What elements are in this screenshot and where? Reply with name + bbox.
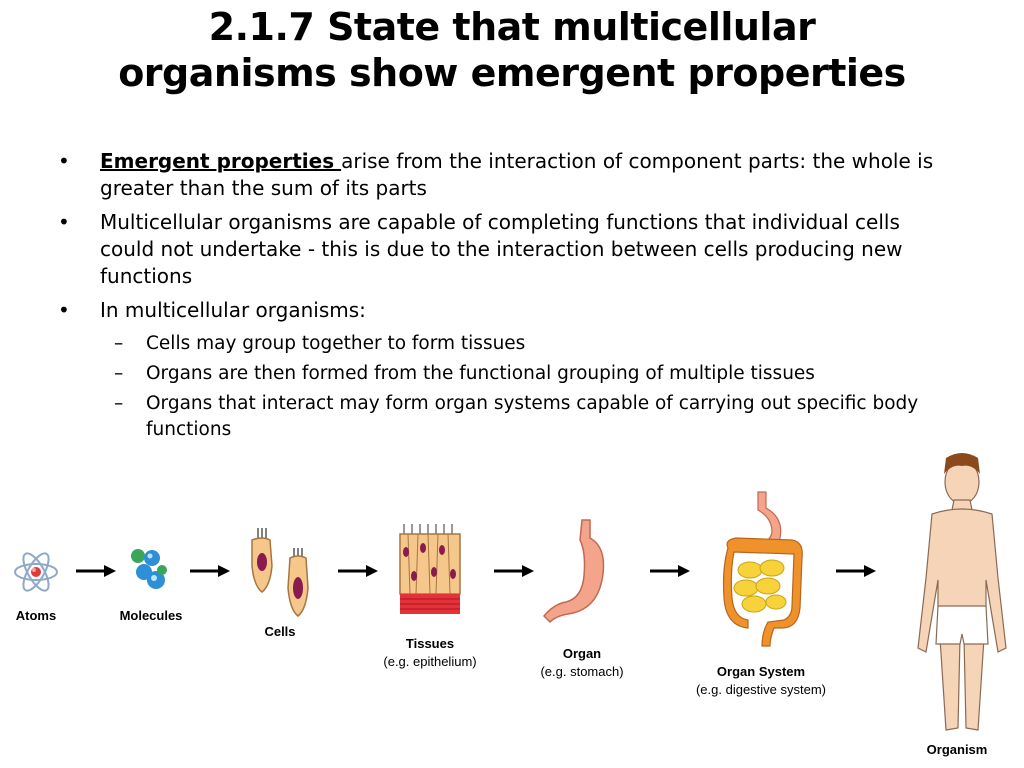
bullet-item: • Multicellular organisms are capable of… xyxy=(58,209,958,290)
slide-title: 2.1.7 State that multicellular organisms… xyxy=(0,4,1024,96)
sub-bullet-text: Organs are then formed from the function… xyxy=(146,363,815,384)
bullet-glyph: • xyxy=(58,149,70,173)
bullet-item: • Emergent properties arise from the int… xyxy=(58,148,958,202)
label-organ-system: Organ System xyxy=(716,664,806,679)
sub-bullet-text: Cells may group together to form tissues xyxy=(146,333,526,354)
label-cells: Cells xyxy=(264,624,296,639)
atom-icon xyxy=(14,552,58,592)
human-organism-icon xyxy=(917,453,1007,731)
sub-bullet-item: – Organs that interact may form organ sy… xyxy=(58,391,958,443)
arrow-icon xyxy=(76,565,116,577)
sub-bullet-item: – Organs are then formed from the functi… xyxy=(58,361,958,387)
dash-glyph: – xyxy=(114,393,124,414)
arrow-icon xyxy=(650,565,690,577)
label-molecules: Molecules xyxy=(119,608,183,623)
molecule-icon xyxy=(131,549,167,589)
bullet-text: arise from the interaction of component … xyxy=(100,149,934,200)
bullet-item: • In multicellular organisms: xyxy=(58,297,958,324)
arrow-icon xyxy=(494,565,534,577)
tissue-icon xyxy=(399,524,461,614)
sub-bullet-item: – Cells may group together to form tissu… xyxy=(58,331,958,357)
arrow-icon xyxy=(190,565,230,577)
bullet-glyph: • xyxy=(58,210,70,234)
stomach-icon xyxy=(542,519,605,624)
label-organism: Organism xyxy=(926,742,988,757)
emergent-term: Emergent properties xyxy=(100,149,342,173)
bullet-text: In multicellular organisms: xyxy=(100,298,366,322)
arrow-icon xyxy=(836,565,876,577)
title-line-2: organisms show emergent properties xyxy=(118,51,906,95)
dash-glyph: – xyxy=(114,333,124,354)
label-tissues-example: (e.g. epithelium) xyxy=(383,654,477,669)
label-atoms: Atoms xyxy=(15,608,57,623)
bullet-glyph: • xyxy=(58,298,70,322)
arrow-icon xyxy=(338,565,378,577)
label-tissues: Tissues xyxy=(405,636,455,651)
label-organ-system-example: (e.g. digestive system) xyxy=(695,682,827,697)
dash-glyph: – xyxy=(114,363,124,384)
cells-icon xyxy=(251,528,309,617)
digestive-system-icon xyxy=(722,491,803,647)
label-organ: Organ xyxy=(562,646,602,661)
bullet-text: Multicellular organisms are capable of c… xyxy=(100,210,903,288)
bullet-list: • Emergent properties arise from the int… xyxy=(58,148,958,447)
label-organ-example: (e.g. stomach) xyxy=(540,664,624,679)
sub-bullet-text: Organs that interact may form organ syst… xyxy=(146,393,919,440)
title-line-1: 2.1.7 State that multicellular xyxy=(208,5,816,49)
